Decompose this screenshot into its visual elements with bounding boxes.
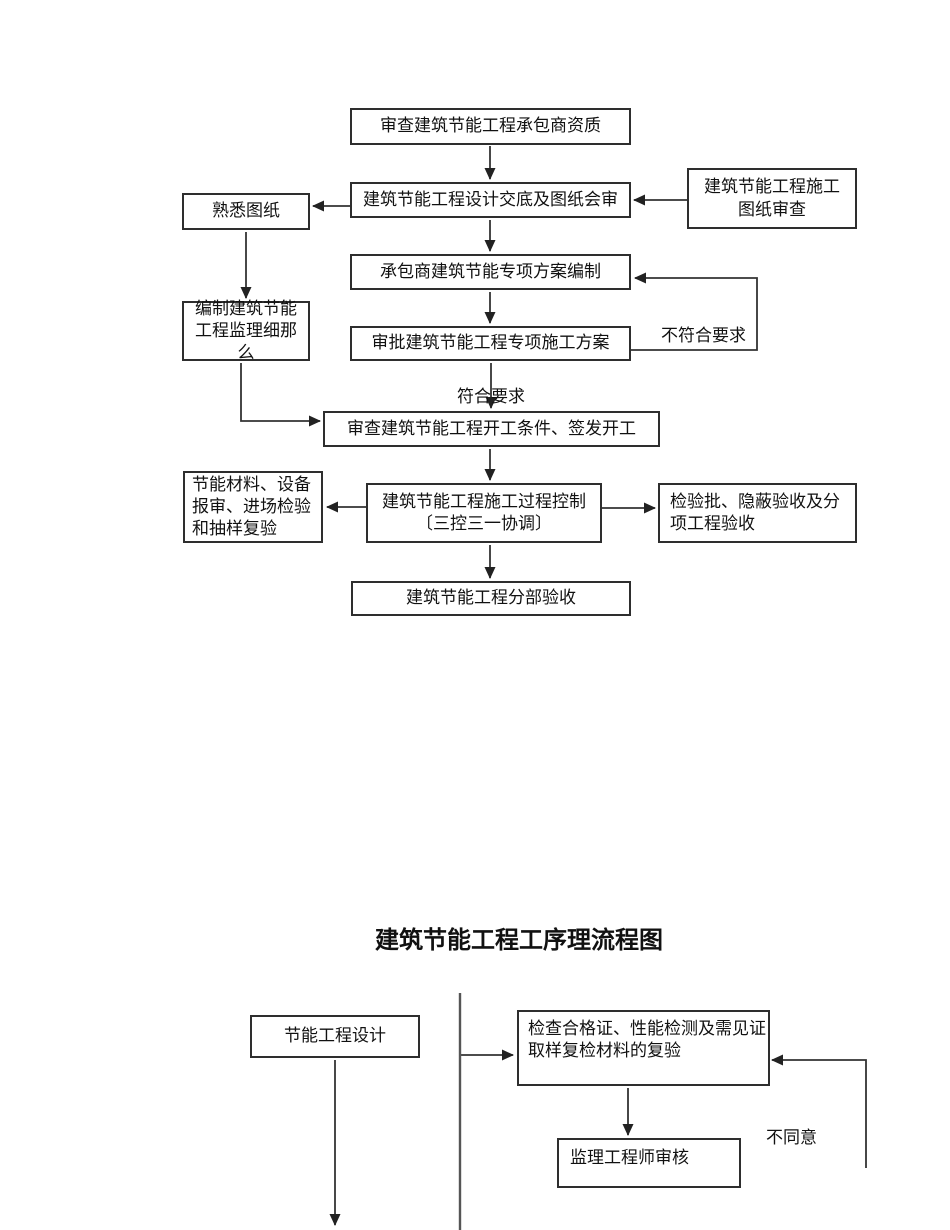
node-review-contractor-qualification: 审查建筑节能工程承包商资质	[350, 108, 631, 145]
node-label: 编制建筑节能工程监理细那么	[195, 298, 297, 363]
node-label: 建筑节能工程施工图纸审查	[704, 177, 840, 219]
node-label: 检验批、隐蔽验收及分项工程验收	[670, 491, 840, 533]
node-label: 节能材料、设备报审、进场检验和抽样复验	[192, 474, 311, 539]
node-contractor-special-plan: 承包商建筑节能专项方案编制	[350, 254, 631, 290]
node-label: 审查建筑节能工程开工条件、签发开工	[347, 418, 636, 438]
node-label: 承包商建筑节能专项方案编制	[380, 261, 601, 281]
node-label: 检查合格证、性能检测及需见证取样复检材料的复验	[528, 1019, 766, 1061]
edge-disagree-loop	[771, 1054, 867, 1168]
node-division-acceptance: 建筑节能工程分部验收	[351, 581, 631, 616]
node-familiarize-drawings: 熟悉图纸	[182, 193, 310, 230]
node-batch-hidden-acceptance: 检验批、隐蔽验收及分项工程验收	[658, 483, 857, 543]
node-label: 审批建筑节能工程专项施工方案	[371, 333, 610, 353]
node-energy-saving-design: 节能工程设计	[250, 1015, 420, 1058]
node-label: 监理工程师审核	[570, 1148, 689, 1167]
node-label: 审查建筑节能工程承包商资质	[380, 116, 601, 136]
node-process-control: 建筑节能工程施工过程控制〔三控三一协调〕	[366, 483, 602, 543]
node-supervising-engineer-review: 监理工程师审核	[557, 1138, 741, 1188]
edge-label-disagree: 不同意	[766, 1128, 817, 1147]
section-title: 建筑节能工程工序理流程图	[375, 928, 663, 954]
node-approve-special-plan: 审批建筑节能工程专项施工方案	[350, 326, 631, 361]
node-review-start-conditions: 审查建筑节能工程开工条件、签发开工	[323, 411, 660, 447]
node-construction-drawing-review: 建筑节能工程施工图纸审查	[687, 168, 857, 229]
node-label: 建筑节能工程分部验收	[406, 588, 576, 608]
edge-notcompliant-loop	[631, 272, 758, 351]
node-materials-inspection: 节能材料、设备报审、进场检验和抽样复验	[183, 471, 323, 543]
edge-outline-to-startreview	[240, 363, 321, 427]
node-label: 建筑节能工程设计交底及图纸会审	[363, 189, 618, 209]
node-compile-supervision-outline: 编制建筑节能工程监理细那么	[182, 298, 310, 363]
node-check-certificates-retest: 检查合格证、性能检测及需见证取样复检材料的复验	[517, 1010, 770, 1086]
edge-label-compliant: 符合要求	[457, 387, 525, 406]
node-label: 建筑节能工程施工过程控制〔三控三一协调〕	[382, 491, 586, 533]
edge-label-not-compliant: 不符合要求	[661, 326, 746, 345]
node-label: 熟悉图纸	[212, 201, 280, 221]
node-design-disclosure: 建筑节能工程设计交底及图纸会审	[350, 182, 631, 218]
node-label: 节能工程设计	[284, 1026, 386, 1046]
